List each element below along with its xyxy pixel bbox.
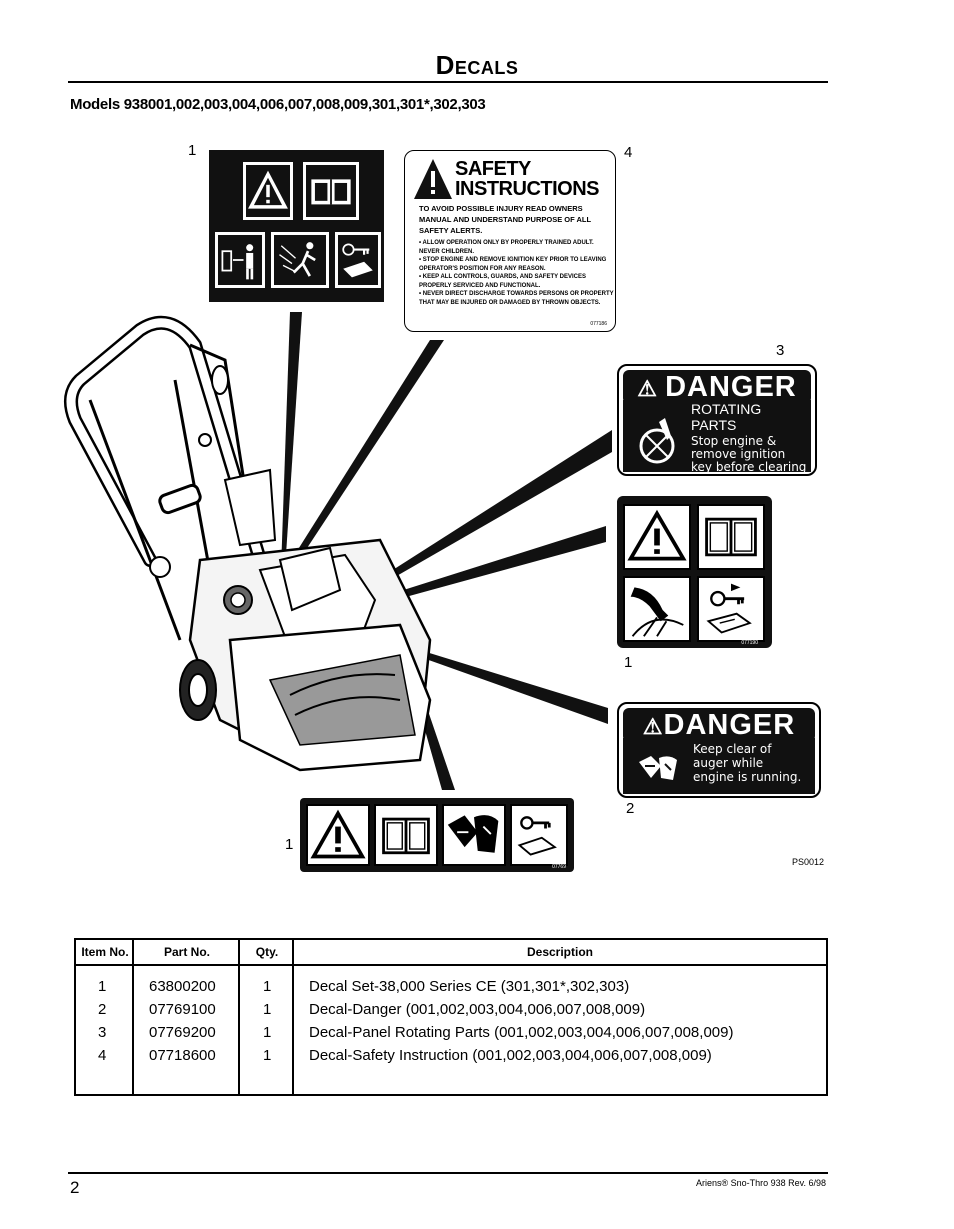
footer-text: Ariens® Sno-Thro 938 Rev. 6/98 <box>695 1178 826 1188</box>
leader-line <box>281 312 302 570</box>
description: Decal Set-38,000 Series CE (301,301*,302… <box>309 978 630 995</box>
table-row: 2 07769100 1 Decal-Danger (001,002,003,0… <box>76 1001 826 1024</box>
danger-subtitle: ROTATING <box>691 401 762 417</box>
decal-warning-strip: 07769 <box>300 798 574 872</box>
quantity: 1 <box>263 978 272 995</box>
safety-heading: SAFETY INSTRUCTIONS <box>455 158 600 200</box>
leader-line <box>352 430 612 600</box>
part-number: 07769100 <box>149 1001 216 1018</box>
safety-bullet-list: • ALLOW OPERATION ONLY BY PROPERLY TRAIN… <box>419 239 615 307</box>
decal-code: 077186 <box>590 321 607 327</box>
part-number: 63800200 <box>149 978 216 995</box>
danger-banner: ⚠ DANGER <box>623 370 811 404</box>
keep-distance-icon <box>215 232 265 288</box>
decal-warning-panel <box>209 150 384 302</box>
danger-text-line: engine is running. <box>693 770 802 784</box>
column-header: Description <box>526 945 593 959</box>
table-row: 1 63800200 1 Decal Set-38,000 Series CE … <box>76 978 826 1001</box>
header-rule <box>68 81 828 83</box>
callout-number: 4 <box>624 144 633 161</box>
safety-lead-text: TO AVOID POSSIBLE INJURY READ OWNERS MAN… <box>419 204 591 235</box>
safety-bullet: • ALLOW OPERATION ONLY BY PROPERLY TRAIN… <box>419 240 594 255</box>
parts-table: Item No. Part No. Qty. Description 1 638… <box>74 938 828 1096</box>
warning-triangle-icon <box>306 804 370 866</box>
warning-triangle-icon <box>623 504 691 570</box>
leader-line <box>356 526 606 610</box>
safety-bullet: • NEVER DIRECT DISCHARGE TOWARDS PERSONS… <box>419 291 614 306</box>
decal-danger-rotating: ⚠ DANGER ROTATING PARTS Stop engine & re… <box>617 364 817 476</box>
danger-banner-text: DANGER <box>665 371 797 403</box>
table-row: 3 07769200 1 Decal-Panel Rotating Parts … <box>76 1024 826 1047</box>
danger-subtitle: PARTS <box>691 417 737 433</box>
danger-text-line: key before clearing <box>691 460 807 474</box>
manual-book-icon <box>303 162 359 220</box>
decal-safety-instructions: SAFETY INSTRUCTIONS TO AVOID POSSIBLE IN… <box>404 150 616 332</box>
leader-line <box>280 340 444 580</box>
thrown-objects-icon <box>271 232 329 288</box>
key-manual-icon <box>335 232 381 288</box>
description: Decal-Danger (001,002,003,004,006,007,00… <box>309 1001 646 1018</box>
item-number: 3 <box>98 1024 107 1041</box>
item-number: 1 <box>98 978 107 995</box>
column-divider <box>238 940 240 1094</box>
leader-line <box>395 643 608 724</box>
quantity: 1 <box>263 1001 272 1018</box>
auger-hand-icon <box>639 756 677 780</box>
page-title: Decals <box>435 50 519 80</box>
safety-heading-line: INSTRUCTIONS <box>455 178 600 200</box>
table-row: 4 07718600 1 Decal-Safety Instruction (0… <box>76 1047 826 1070</box>
description: Decal-Safety Instruction (001,002,003,00… <box>309 1047 712 1064</box>
decal-danger-auger: ⚠DANGER Keep clear of auger while engine… <box>617 702 821 798</box>
callout-number: 2 <box>626 800 635 817</box>
danger-banner: ⚠DANGER <box>623 708 815 742</box>
key-manual-icon <box>697 576 765 642</box>
decal-code: 077190 <box>741 640 758 646</box>
column-header: Item No. <box>81 945 129 959</box>
description: Decal-Panel Rotating Parts (001,002,003,… <box>309 1024 734 1041</box>
manual-book-icon <box>697 504 765 570</box>
quantity: 1 <box>263 1047 272 1064</box>
danger-text-line: remove ignition <box>691 447 786 461</box>
footer-rule <box>68 1172 828 1174</box>
warning-triangle-icon <box>243 162 293 220</box>
safety-heading-line: SAFETY <box>455 158 531 180</box>
warning-triangle-icon <box>414 159 452 199</box>
figure-code: PS0012 <box>792 857 825 867</box>
callout-number: 1 <box>188 142 197 159</box>
table-header: Item No. Part No. Qty. Description <box>76 940 826 966</box>
decal-warning-panel: 077190 <box>617 496 772 648</box>
manual-book-icon <box>374 804 438 866</box>
warning-triangle-icon: ⚠ <box>642 714 664 739</box>
callout-number: 1 <box>624 654 633 671</box>
column-header: Part No. <box>163 945 210 959</box>
danger-banner-text: DANGER <box>663 709 796 741</box>
rotating-parts-icon <box>639 418 675 464</box>
key-manual-icon <box>510 804 568 866</box>
quantity: 1 <box>263 1024 272 1041</box>
hand-auger-icon <box>623 576 691 642</box>
danger-text-line: auger while <box>693 756 764 770</box>
part-number: 07718600 <box>149 1047 216 1064</box>
item-number: 2 <box>98 1001 107 1018</box>
column-divider <box>132 940 134 1094</box>
part-number: 07769200 <box>149 1024 216 1041</box>
danger-text-line: Keep clear of <box>693 742 772 756</box>
warning-triangle-icon: ⚠ <box>637 376 666 401</box>
danger-body: ROTATING PARTS Stop engine & remove igni… <box>623 400 811 474</box>
page-number: 2 <box>70 1178 80 1197</box>
danger-text-line: Stop engine & <box>691 434 777 448</box>
danger-body: Keep clear of auger while engine is runn… <box>623 738 815 794</box>
column-divider <box>292 940 294 1094</box>
callout-number: 3 <box>776 342 785 359</box>
safety-bullet: • STOP ENGINE AND REMOVE IGNITION KEY PR… <box>419 257 607 272</box>
safety-bullet: • KEEP ALL CONTROLS, GUARDS, AND SAFETY … <box>419 274 587 289</box>
item-number: 4 <box>98 1047 107 1064</box>
decal-code: 07769 <box>552 864 566 870</box>
column-header: Qty. <box>255 945 279 959</box>
auger-hand-icon <box>442 804 506 866</box>
callout-number: 1 <box>285 836 294 853</box>
models-heading: Models 938001,002,003,004,006,007,008,00… <box>70 96 486 113</box>
